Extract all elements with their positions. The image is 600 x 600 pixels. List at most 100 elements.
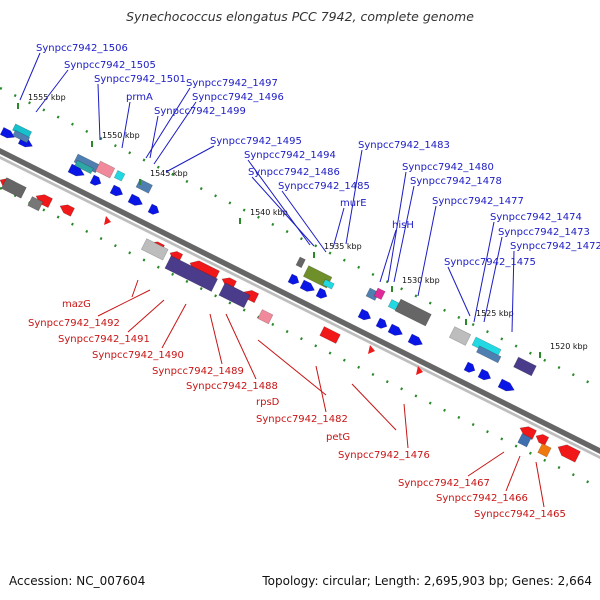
- gene-forward-4: [109, 184, 124, 197]
- gene-label-top-6: Synpcc7942_1499: [154, 106, 246, 117]
- gene-label-top-4: Synpcc7942_1497: [186, 78, 278, 89]
- gene-label-top-15: hisH: [392, 220, 414, 231]
- gene-label-top-16: Synpcc7942_1477: [432, 196, 524, 207]
- trna-marker-1: [104, 216, 111, 225]
- gene-reverse-block-1489: [218, 282, 251, 309]
- label-leader-top-13: [387, 171, 407, 283]
- label-leader-bottom-6: [257, 339, 327, 396]
- label-leader-top-12: [332, 207, 345, 249]
- label-leader-bottom-0: [131, 279, 139, 298]
- label-leader-top-4: [145, 87, 191, 159]
- gene-label-bottom-10: Synpcc7942_1467: [398, 478, 490, 489]
- gene-label-top-20: Synpcc7942_1475: [444, 257, 536, 268]
- gene-label-top-10: Synpcc7942_1485: [278, 181, 370, 192]
- gene-label-bottom-3: Synpcc7942_1490: [92, 350, 184, 361]
- label-leader-top-10: [281, 190, 327, 253]
- gene-reverse-1: [35, 194, 53, 209]
- label-leader-bottom-12: [535, 461, 545, 508]
- scale-label-1: 1550 kbp: [102, 131, 140, 140]
- gene-reverse-7: [243, 290, 260, 304]
- gene-label-bottom-12: Synpcc7942_1465: [474, 509, 566, 520]
- accession-text: Accession: NC_007604: [9, 574, 146, 588]
- gene-forward-14: [463, 361, 476, 373]
- gene-forward-9: [315, 287, 328, 299]
- gene-reverse-block-1466: [517, 433, 532, 448]
- label-leader-top-9: [251, 176, 315, 247]
- gene-label-top-2: Synpcc7942_1501: [94, 74, 186, 85]
- label-leader-top-7: [165, 145, 215, 173]
- gene-label-bottom-1: Synpcc7942_1492: [28, 318, 120, 329]
- label-leader-top-17: [473, 221, 495, 323]
- gene-forward-16: [497, 378, 515, 392]
- gene-label-top-8: Synpcc7942_1494: [244, 150, 336, 161]
- gene-label-bottom-11: Synpcc7942_1466: [436, 493, 528, 504]
- label-leader-bottom-7: [315, 365, 327, 413]
- gene-reverse-block-1482: [319, 326, 341, 344]
- gene-forward-block-pink: [95, 160, 116, 179]
- genome-backbone-shadow: [0, 156, 600, 459]
- gene-forward-7: [287, 273, 300, 285]
- scale-label-2: 1545 kbp: [150, 169, 188, 178]
- gene-label-bottom-5: Synpcc7942_1488: [186, 381, 278, 392]
- gene-forward-block-1475: [448, 326, 472, 346]
- gene-forward-3: [89, 174, 102, 186]
- gene-forward-block-1477: [394, 298, 432, 327]
- gene-forward-block-cyan2: [113, 170, 126, 182]
- label-leader-bottom-11: [505, 455, 521, 492]
- label-leader-top-5: [153, 101, 197, 165]
- gene-reverse-block-1465: [537, 443, 552, 458]
- gene-forward-5: [127, 193, 143, 206]
- gene-label-top-13: Synpcc7942_1480: [402, 162, 494, 173]
- label-leader-top-19: [511, 250, 515, 333]
- gene-label-top-7: Synpcc7942_1495: [210, 136, 302, 147]
- gene-forward-block-steel: [12, 129, 31, 144]
- label-leader-top-14: [393, 185, 415, 283]
- gene-label-top-19: Synpcc7942_1472: [510, 241, 600, 252]
- label-leader-top-1: [35, 69, 69, 113]
- gene-label-bottom-9: Synpcc7942_1476: [338, 450, 430, 461]
- gene-forward-10: [357, 308, 372, 321]
- gene-label-bottom-8: petG: [326, 432, 350, 443]
- gene-forward-block-hisH: [373, 287, 386, 301]
- gene-forward-block-teal: [74, 159, 94, 175]
- gene-forward-block-1478: [387, 299, 400, 311]
- scale-label-7: 1520 kbp: [550, 342, 588, 351]
- label-leader-top-3: [121, 101, 131, 149]
- gene-forward-11: [375, 317, 388, 329]
- gene-reverse-2: [59, 204, 75, 217]
- scale-label-4: 1535 kbp: [324, 242, 362, 251]
- gene-label-top-3: prmA: [126, 92, 153, 103]
- label-leader-bottom-2: [127, 299, 165, 333]
- gene-forward-block-1486: [295, 256, 306, 269]
- label-leader-top-11: [345, 149, 363, 245]
- label-leader-bottom-5: [225, 313, 257, 380]
- label-leader-top-15: [379, 229, 397, 283]
- gene-label-top-9: Synpcc7942_1486: [248, 167, 340, 178]
- gene-forward-block-1472: [513, 356, 537, 377]
- gene-label-bottom-0: mazG: [62, 299, 91, 310]
- topology-summary: Topology: circular; Length: 2,695,903 bp…: [262, 574, 592, 588]
- label-leader-bottom-10: [467, 451, 505, 477]
- gene-label-bottom-6: rpsD: [256, 397, 280, 408]
- label-leader-bottom-8: [351, 383, 397, 431]
- gene-reverse-block-1488: [257, 309, 274, 325]
- gene-reverse-block-grey: [0, 177, 27, 199]
- gene-label-top-17: Synpcc7942_1474: [490, 212, 582, 223]
- gene-forward-15: [477, 368, 492, 381]
- scale-label-3: 1540 kbp: [250, 208, 288, 217]
- label-leader-top-16: [417, 205, 437, 297]
- gene-label-top-0: Synpcc7942_1506: [36, 43, 128, 54]
- label-leader-top-18: [483, 236, 503, 323]
- label-leader-bottom-1: [97, 289, 151, 317]
- label-leader-top-0: [19, 52, 41, 101]
- trna-marker-2: [368, 345, 375, 354]
- gene-label-top-14: Synpcc7942_1478: [410, 176, 502, 187]
- label-leader-top-8: [247, 159, 311, 246]
- genome-backbone: [0, 148, 600, 454]
- gene-reverse-10: [557, 444, 581, 463]
- gene-reverse-block-mazG: [140, 238, 169, 261]
- gene-label-top-5: Synpcc7942_1496: [192, 92, 284, 103]
- gene-reverse-block-1491: [164, 255, 219, 292]
- gene-forward-8: [299, 279, 315, 292]
